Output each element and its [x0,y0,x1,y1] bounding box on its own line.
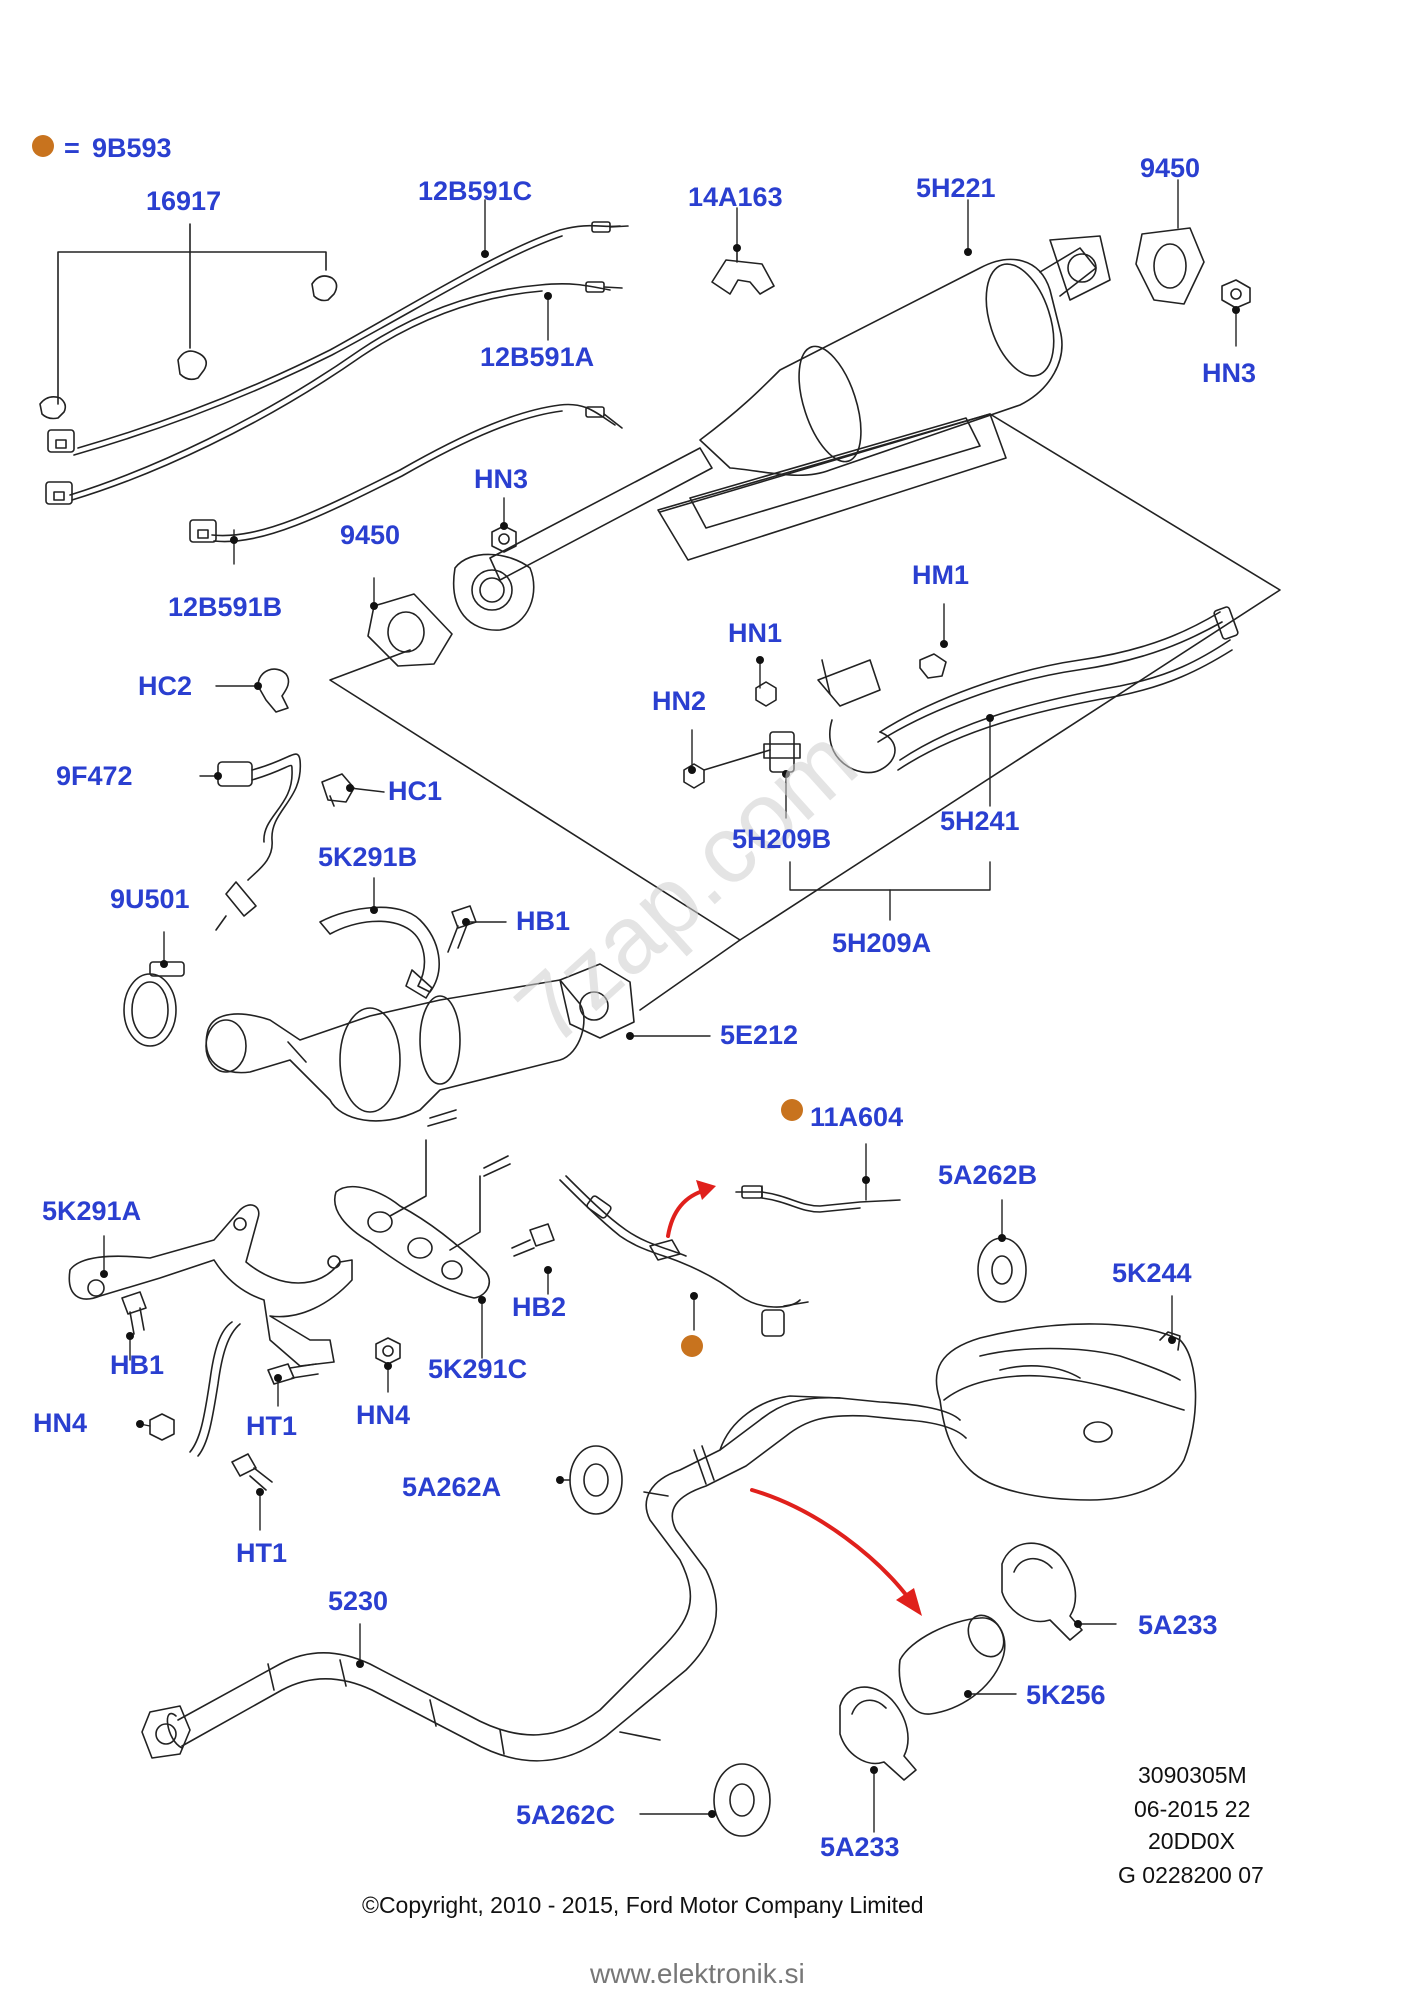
leader-lines [103,179,1237,1833]
pipe-5230 [141,1395,967,1762]
part-label-12b591c[interactable]: 12B591C [418,176,533,206]
part-label-hc1[interactable]: HC1 [388,776,443,806]
part-label-9450-lower[interactable]: 9450 [340,520,401,550]
gasket-5k291c [333,1109,511,1299]
website-watermark: www.elektronik.si [590,1958,805,1989]
clamp-5a233-lower [839,1686,917,1781]
part-label-hc2[interactable]: HC2 [138,671,193,701]
clip-hc2 [257,668,290,713]
insulator-5a262b [977,1237,1027,1303]
insulator-5a262a [569,1445,623,1515]
clamp-9u501 [123,961,185,1047]
part-label-hn2[interactable]: HN2 [652,686,707,716]
part-label-5230[interactable]: 5230 [328,1586,389,1616]
part-label-ht1-upper[interactable]: HT1 [246,1411,298,1441]
bracket-5k291b [319,906,440,999]
gasket-9450-upper [1135,227,1205,305]
part-label-hn4-right[interactable]: HN4 [356,1400,411,1430]
part-label-5h209b[interactable]: 5H209B [732,824,832,854]
part-label-hb2[interactable]: HB2 [512,1292,567,1322]
marker-dots-9b593 [32,135,803,1357]
legend-equals: = [64,133,80,163]
bolt-hb1-upper [447,905,477,953]
muffler-5k244 [935,1323,1197,1501]
part-label-5k291c[interactable]: 5K291C [428,1354,528,1384]
part-label-5k291b[interactable]: 5K291B [318,842,418,872]
copyright-text: ©Copyright, 2010 - 2015, Ford Motor Comp… [362,1892,924,1918]
part-label-hb1-lower[interactable]: HB1 [110,1350,165,1380]
part-label-hn3-lower[interactable]: HN3 [474,464,529,494]
clip-14a163 [711,247,775,295]
drawing-ref: G 0228200 07 [1118,1862,1264,1888]
part-label-hn3-upper[interactable]: HN3 [1202,358,1257,388]
pressure-hoses-5h241 [683,606,1239,789]
part-label-16917[interactable]: 16917 [146,186,222,216]
part-label-5a233-upper[interactable]: 5A233 [1138,1610,1218,1640]
part-label-5e212[interactable]: 5E212 [720,1020,799,1050]
sensor-harness-group [39,221,629,543]
nut-hn3-upper [1221,279,1251,309]
part-label-5a262a[interactable]: 5A262A [402,1472,502,1502]
legend-part-label: 9B593 [92,133,172,163]
nut-hn4-right [375,1337,401,1365]
part-label-9f472[interactable]: 9F472 [56,761,133,791]
catalyst-5e212 [205,963,635,1122]
leader-dots [100,244,1240,1818]
part-label-9450-upper[interactable]: 9450 [1140,153,1201,183]
part-label-5h221[interactable]: 5H221 [916,173,996,203]
part-label-5a262b[interactable]: 5A262B [938,1160,1038,1190]
part-label-hn1[interactable]: HN1 [728,618,783,648]
part-label-5h241[interactable]: 5H241 [940,806,1020,836]
part-label-9u501[interactable]: 9U501 [110,884,190,914]
dpf-5h221 [452,235,1111,631]
part-label-hb1-upper[interactable]: HB1 [516,906,571,936]
red-arrows [666,1180,922,1616]
nut-hn4-left [149,1413,175,1441]
oxygen-sensor-9f472 [215,753,302,931]
drawing-date: 06-2015 22 [1134,1796,1251,1822]
clamp-5a233-upper [1001,1542,1083,1641]
part-label-5k244[interactable]: 5K244 [1112,1258,1192,1288]
part-label-ht1-lower[interactable]: HT1 [236,1538,288,1568]
part-label-11a604[interactable]: 11A604 [810,1102,904,1132]
part-label-12b591b[interactable]: 12B591B [168,592,283,622]
clip-hc1 [321,773,355,807]
part-label-5a262c[interactable]: 5A262C [516,1800,616,1830]
bracket-5k291a [68,1204,353,1457]
sleeve-5k256 [898,1614,1006,1715]
temp-sensor-11a604 [559,1175,901,1337]
assembly-guide-lines [329,413,1281,1011]
drawing-number: 3090305M [1138,1762,1247,1788]
part-label-5h209a[interactable]: 5H209A [832,928,932,958]
bolt-hb1-lower [121,1291,147,1335]
stud-ht1-upper [267,1363,319,1385]
part-label-14a163[interactable]: 14A163 [688,182,783,212]
part-label-hn4-left[interactable]: HN4 [33,1408,88,1438]
part-label-5a233-lower[interactable]: 5A233 [820,1832,900,1862]
gasket-9450-lower [367,593,453,667]
bolt-hb2 [511,1223,555,1257]
part-label-5k256[interactable]: 5K256 [1026,1680,1106,1710]
part-label-5k291a[interactable]: 5K291A [42,1196,142,1226]
insulator-5a262c [713,1763,771,1837]
stud-ht1-lower [231,1453,273,1491]
part-label-hm1[interactable]: HM1 [912,560,970,590]
engine-code: 20DD0X [1148,1828,1235,1854]
part-label-12b591a[interactable]: 12B591A [480,342,595,372]
